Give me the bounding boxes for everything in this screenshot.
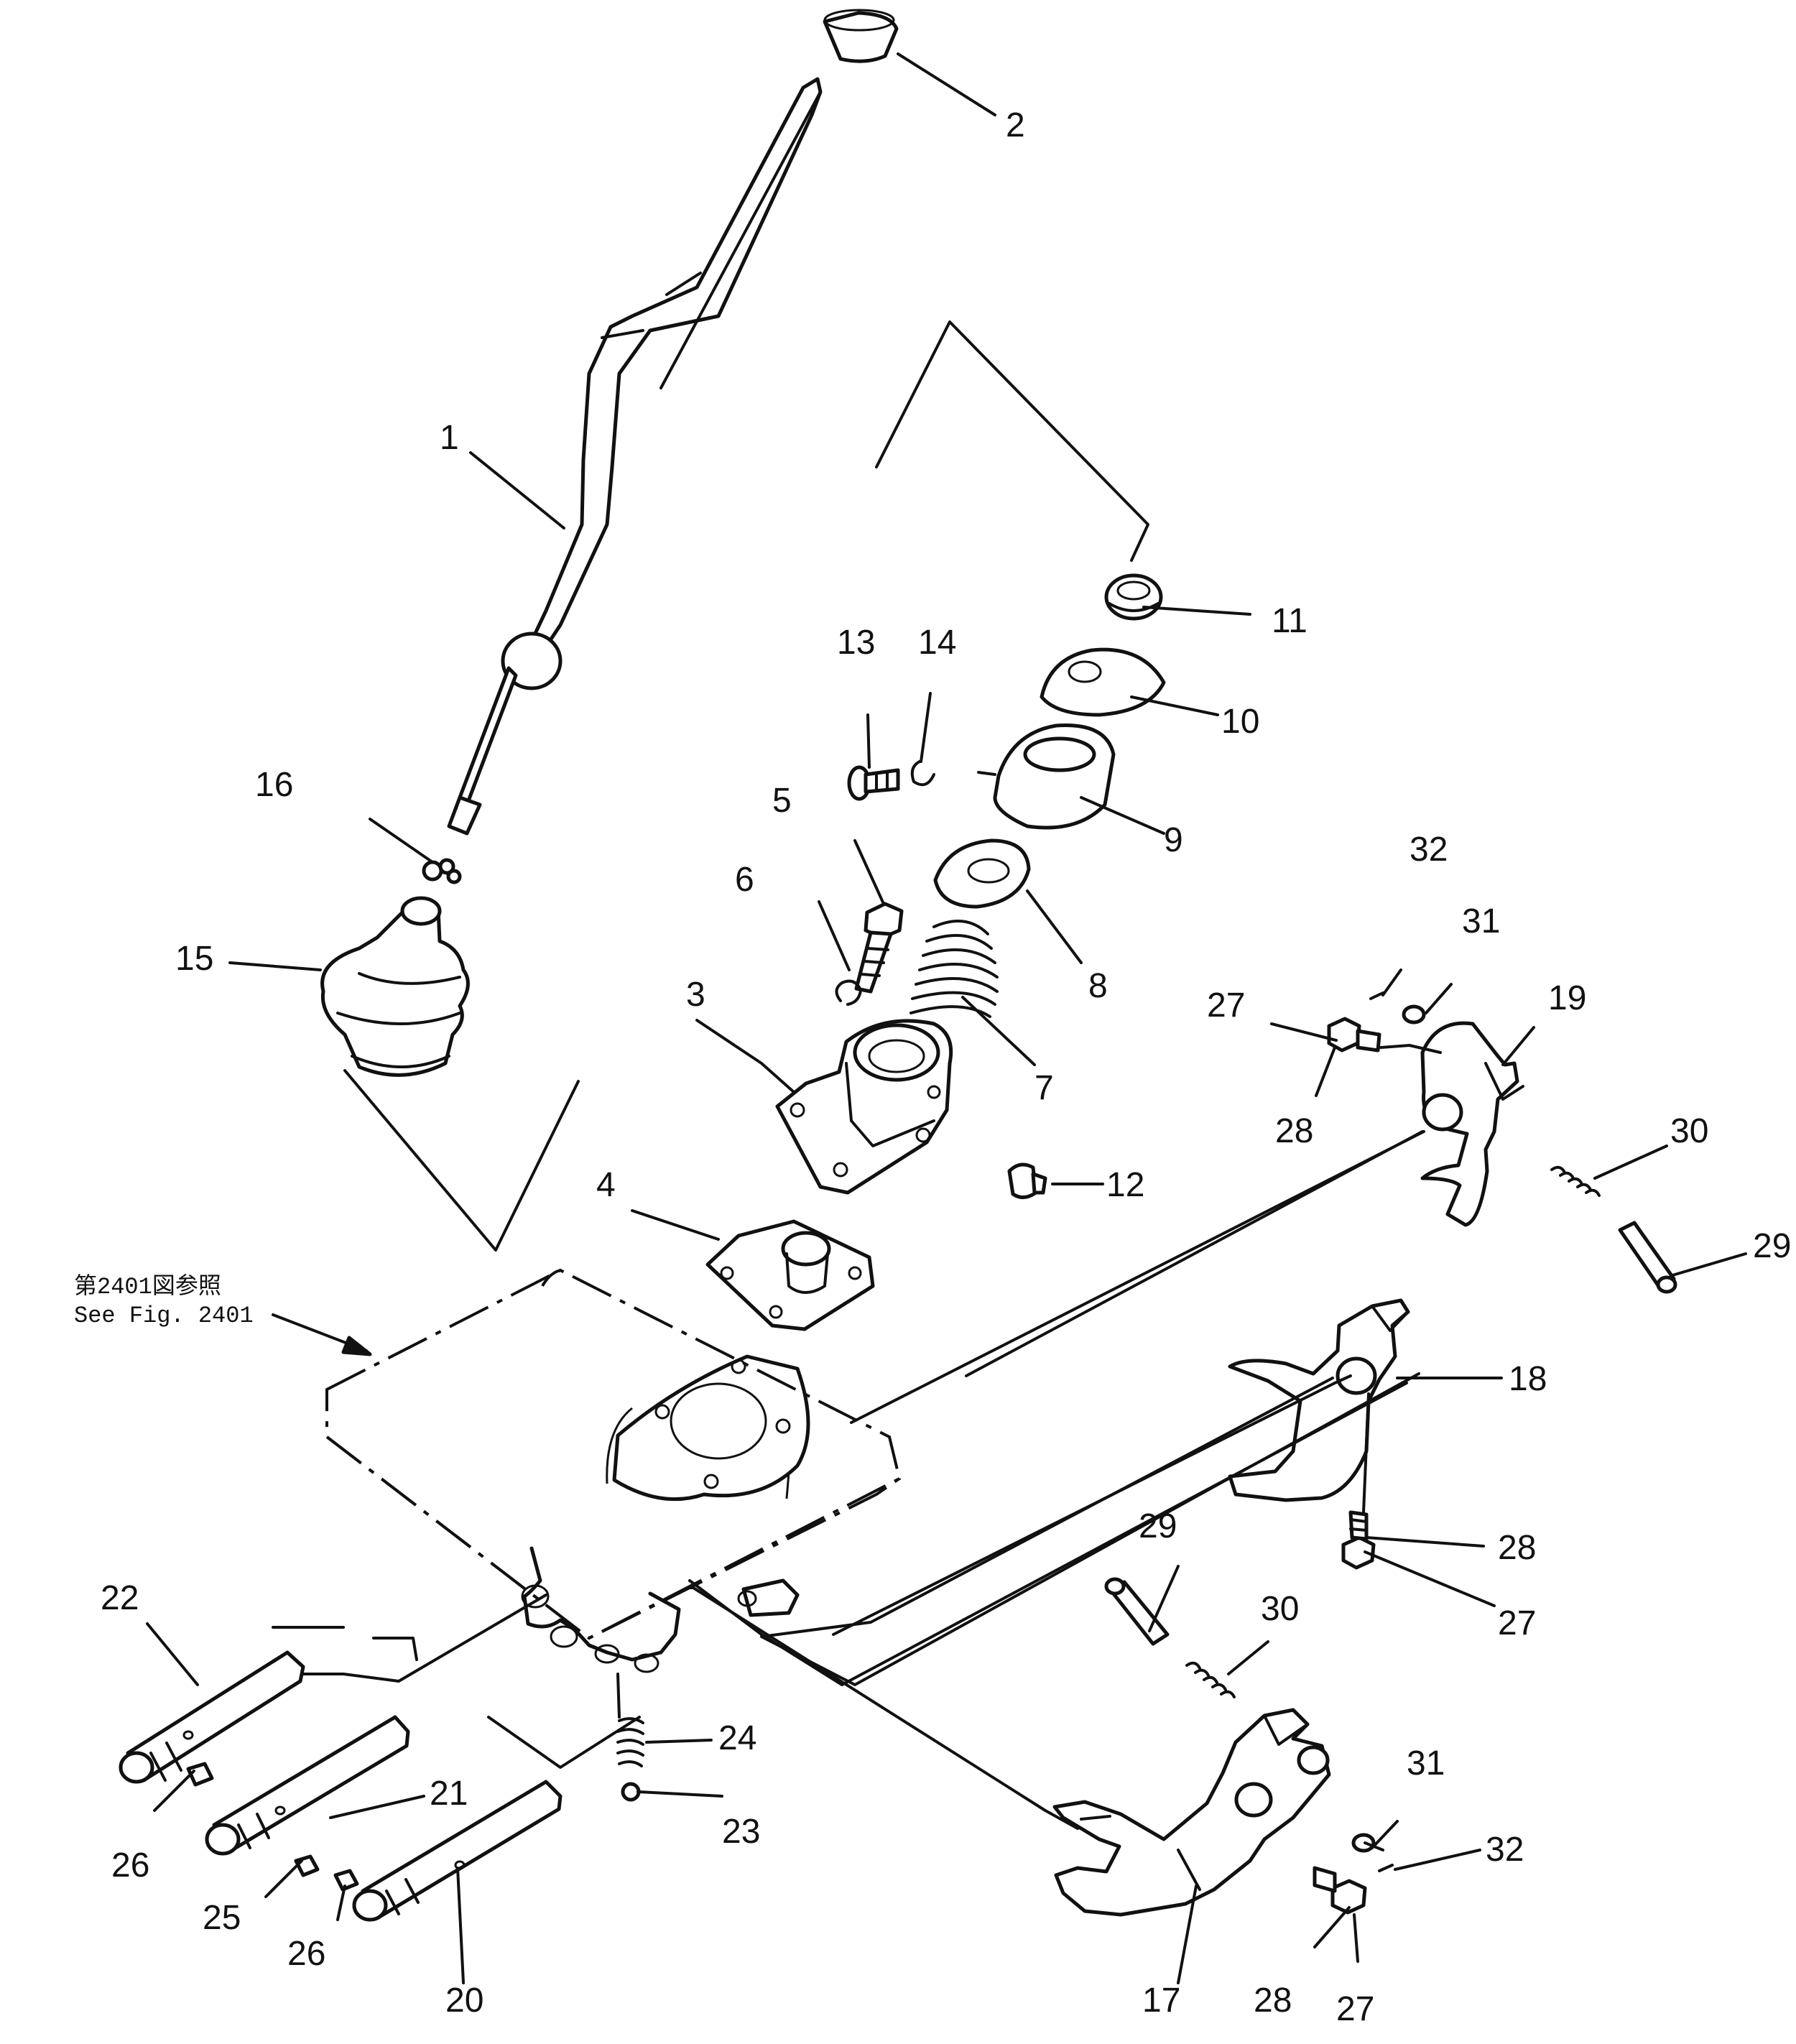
- callout-15: 15: [175, 940, 213, 978]
- lock-washer: [835, 979, 862, 1006]
- rubber-boot: [320, 896, 470, 1077]
- callout-4: 4: [596, 1166, 616, 1204]
- callout-11: 11: [1272, 602, 1307, 640]
- callout-17: 17: [1142, 1981, 1180, 2020]
- callout-7: 7: [1034, 1069, 1054, 1107]
- detent-spring: [616, 1717, 644, 1767]
- shift-fork-18: [1228, 1298, 1410, 1502]
- callout-9: 9: [1164, 821, 1183, 859]
- shift-shaft-22: [119, 1650, 305, 1784]
- callout-labels: 2 1 11 13 14 10 9 16 5 32 6 31 15 8 3 19…: [101, 106, 1791, 2028]
- callout-28b: 28: [1498, 1529, 1536, 1567]
- detent-springs-forks: [1185, 1165, 1601, 1698]
- reference-arrow: [272, 1313, 372, 1356]
- fork-washer-top: [1402, 1004, 1426, 1025]
- shift-fork-19: [1420, 1021, 1524, 1227]
- callout-27c: 27: [1336, 1990, 1374, 2028]
- callout-27a: 27: [1207, 986, 1245, 1025]
- callout-21: 21: [430, 1775, 468, 1813]
- callout-24: 24: [718, 1719, 756, 1757]
- ball-seat: [1104, 573, 1163, 621]
- callout-30a: 30: [1670, 1112, 1708, 1150]
- callout-22: 22: [101, 1579, 139, 1617]
- interlock-pins: [186, 1762, 359, 1892]
- plungers: [1104, 1221, 1677, 1646]
- lever-knob: [823, 9, 899, 63]
- assembly-guide-lines: [272, 320, 1442, 1851]
- screw-washer: [910, 760, 935, 787]
- callout-26b: 26: [287, 1935, 325, 1973]
- callout-8: 8: [1088, 967, 1108, 1005]
- callout-10: 10: [1221, 703, 1259, 741]
- callout-26a: 26: [111, 1846, 149, 1885]
- callout-30b: 30: [1261, 1590, 1299, 1628]
- lever-housing: [775, 1019, 953, 1195]
- mount-bolt: [854, 902, 904, 994]
- callout-12: 12: [1106, 1166, 1144, 1204]
- callout-25: 25: [203, 1899, 241, 1937]
- callout-6: 6: [735, 861, 754, 899]
- detent-ball: [621, 1782, 641, 1802]
- callout-28c: 28: [1254, 1981, 1292, 2020]
- lever-gasket: [705, 1219, 875, 1331]
- reference-note-japanese: 第2401図参照: [74, 1273, 221, 1300]
- callout-2: 2: [1006, 106, 1025, 144]
- stop-bolt: [1007, 1162, 1047, 1199]
- callout-32a: 32: [1410, 831, 1448, 869]
- retainer-ring: [977, 723, 1116, 830]
- callout-13: 13: [837, 624, 875, 662]
- cotter-pin-top: [1369, 991, 1384, 1000]
- leader-lines: [146, 52, 1747, 1984]
- callout-29b: 29: [1139, 1507, 1177, 1545]
- lever-clip: [422, 858, 462, 884]
- callout-20: 20: [445, 1981, 483, 2020]
- callout-31b: 31: [1407, 1744, 1445, 1782]
- callout-27b: 27: [1498, 1604, 1536, 1642]
- callout-14: 14: [918, 624, 956, 662]
- callout-32b: 32: [1486, 1831, 1524, 1869]
- compression-spring: [909, 920, 999, 1018]
- fork-bolt-top: [1327, 1017, 1381, 1053]
- transmission-case-cover: [325, 1268, 902, 1673]
- fork-bolt-bottom: [1313, 1866, 1367, 1915]
- callout-5: 5: [772, 782, 792, 820]
- callout-23: 23: [722, 1813, 760, 1851]
- ball-washer: [933, 838, 1031, 909]
- callout-19: 19: [1548, 979, 1586, 1017]
- callout-28a: 28: [1275, 1112, 1313, 1150]
- gear-shift-lever: [447, 77, 823, 836]
- shift-shaft-21: [205, 1715, 410, 1856]
- callout-16: 16: [255, 766, 293, 804]
- callout-1: 1: [440, 419, 459, 457]
- callout-29a: 29: [1753, 1227, 1791, 1265]
- fork-bolt-mid: [1341, 1510, 1376, 1570]
- dust-cover: [1040, 647, 1166, 717]
- callout-18: 18: [1509, 1360, 1547, 1398]
- cotter-pin-bottom: [1378, 1864, 1394, 1872]
- callout-3: 3: [686, 976, 705, 1014]
- callout-31a: 31: [1462, 902, 1500, 940]
- retainer-screw: [847, 765, 900, 801]
- reference-note-english: See Fig. 2401: [74, 1303, 254, 1329]
- shift-shaft-20: [352, 1780, 563, 1922]
- shift-fork-17: [1052, 1708, 1331, 1917]
